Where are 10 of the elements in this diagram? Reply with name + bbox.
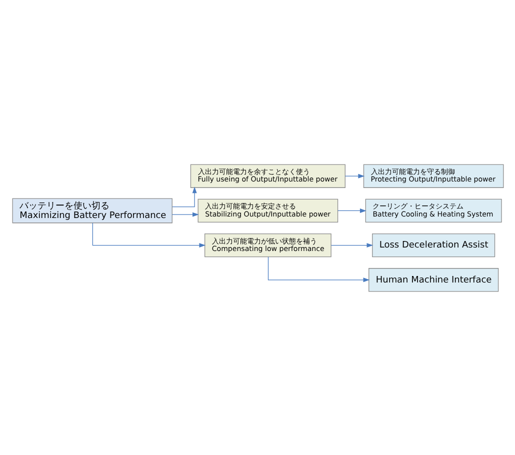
arrow: [171, 212, 198, 216]
arrow: [172, 186, 196, 207]
arrow: [337, 208, 366, 212]
arrow: [92, 222, 206, 248]
arrow: [344, 173, 364, 178]
node-box: Human Machine Interface: [368, 268, 498, 292]
node-box: バッテリーを使い切る Maximizing Battery Performance: [12, 198, 172, 223]
node-box: Loss Deceleration Assist: [372, 232, 495, 257]
arrow: [267, 256, 370, 282]
arrow: [330, 242, 373, 248]
